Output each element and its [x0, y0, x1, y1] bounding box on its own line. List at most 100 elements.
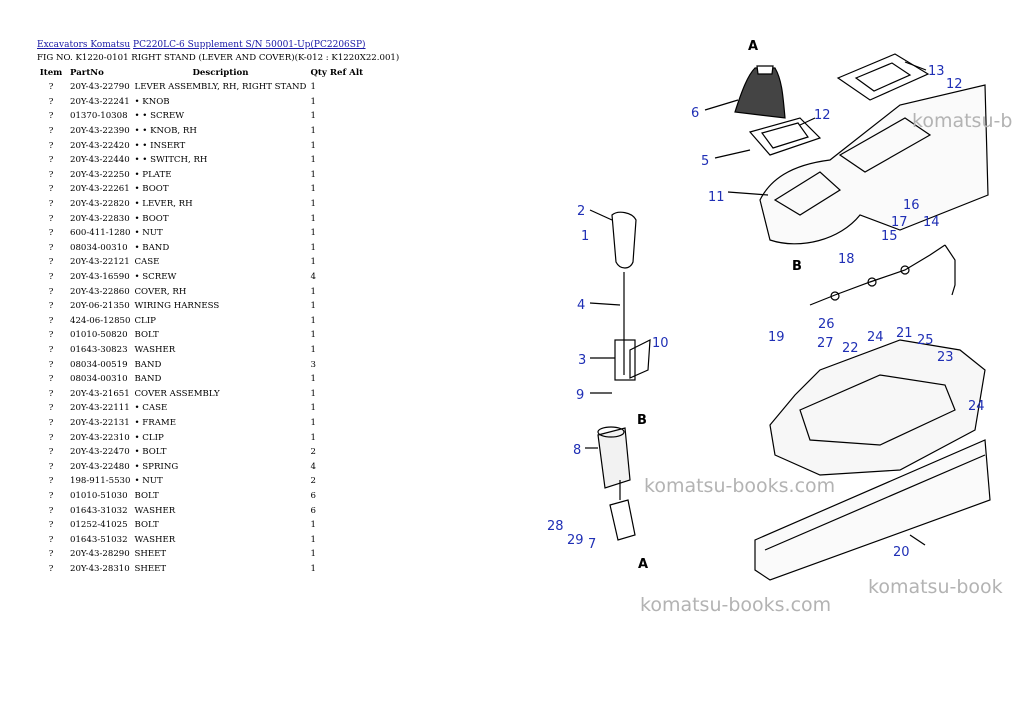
header-description: Description — [192, 68, 249, 78]
upper-cover-slot-2 — [838, 117, 932, 173]
letter-a-bottom: A — [638, 557, 648, 572]
description-cell: • CASE — [134, 403, 168, 414]
description-cell: BAND — [134, 374, 162, 385]
partno-cell: 198-911-5530 — [70, 476, 131, 487]
partno-cell: 20Y-43-22250 — [70, 169, 130, 180]
item-cell: ? — [48, 82, 54, 93]
qty-cell: 1 — [310, 374, 316, 385]
item-cell: ? — [48, 505, 54, 516]
partno-cell: 600-411-1280 — [70, 228, 131, 239]
item-cell: ? — [48, 111, 54, 122]
callout-28: 28 — [547, 519, 564, 534]
qty-cell: 3 — [310, 359, 316, 370]
item-cell: ? — [48, 96, 54, 107]
description-cell: • FRAME — [134, 417, 176, 428]
partno-cell: 01010-51030 — [70, 490, 128, 501]
breadcrumb-link-excavators[interactable]: Excavators Komatsu — [37, 40, 131, 50]
plate-inner — [761, 122, 809, 149]
qty-cell: 1 — [310, 140, 316, 151]
leader-4 — [589, 302, 621, 306]
callout-24-b: 24 — [968, 399, 985, 414]
partno-cell: 20Y-43-22111 — [70, 403, 130, 414]
item-cell: ? — [48, 447, 54, 458]
description-cell: COVER, RH — [134, 286, 187, 297]
item-cell: ? — [48, 417, 54, 428]
partno-cell: 20Y-43-22480 — [70, 461, 130, 472]
partno-cell: 20Y-43-22390 — [70, 126, 130, 137]
partno-cell: 20Y-43-22261 — [70, 184, 130, 195]
partno-cell: 01643-51032 — [70, 534, 128, 545]
item-cell: ? — [48, 476, 54, 487]
leader-20 — [909, 534, 926, 546]
qty-cell: 1 — [310, 199, 316, 210]
partno-cell: 20Y-43-22790 — [70, 82, 130, 93]
qty-cell: 1 — [310, 315, 316, 326]
partno-cell: 20Y-43-22131 — [70, 417, 130, 428]
item-cell: ? — [48, 563, 54, 574]
callout-10: 10 — [652, 336, 669, 351]
callout-22: 22 — [842, 341, 859, 356]
sheet-shape — [836, 53, 930, 101]
parts-table-body: ? 20Y-43-22790 LEVER ASSEMBLY, RH, RIGHT S… — [34, 80, 365, 576]
partno-cell: 20Y-43-22820 — [70, 199, 130, 210]
item-cell: ? — [48, 315, 54, 326]
description-cell: BOLT — [134, 520, 159, 531]
callout-12-a: 12 — [814, 108, 831, 123]
callout-27: 27 — [817, 336, 834, 351]
watermarks: komatsu-b komatsu-books.com komatsu-book… — [640, 110, 1012, 616]
description-cell: • LEVER, RH — [134, 199, 193, 210]
description-cell: WASHER — [134, 505, 176, 516]
callout-14: 14 — [923, 215, 940, 230]
description-cell: BAND — [134, 359, 162, 370]
qty-cell: 1 — [310, 184, 316, 195]
diagram-callouts: A A B B 1 2 3 4 5 6 7 8 9 10 11 12 12 13… — [547, 39, 985, 572]
description-cell: LEVER ASSEMBLY, RH, RIGHT STAND — [134, 82, 307, 93]
qty-cell: 1 — [310, 155, 316, 166]
partno-cell: 20Y-43-22420 — [70, 140, 130, 151]
qty-cell: 6 — [310, 505, 316, 516]
figure-title: FIG NO. K1220-0101 RIGHT STAND (LEVER AN… — [37, 53, 400, 63]
item-cell: ? — [48, 199, 54, 210]
callout-9: 9 — [576, 388, 584, 403]
qty-cell: 1 — [310, 213, 316, 224]
description-cell: • • SCREW — [134, 111, 185, 122]
callout-5: 5 — [701, 154, 709, 169]
leader-13 — [904, 61, 927, 71]
item-cell: ? — [48, 432, 54, 443]
qty-cell: 1 — [310, 82, 316, 93]
breadcrumb-link-model[interactable]: PC220LC-6 Supplement S/N 50001-Up(PC2206… — [133, 40, 366, 50]
item-cell: ? — [48, 184, 54, 195]
partno-cell: 20Y-43-21651 — [70, 388, 130, 399]
item-cell: ? — [48, 155, 54, 166]
callout-11: 11 — [708, 190, 725, 205]
leader-12 — [799, 117, 816, 126]
letter-a-top: A — [748, 39, 758, 54]
qty-cell: 6 — [310, 490, 316, 501]
lever-bracket — [614, 339, 636, 381]
item-cell: ? — [48, 272, 54, 283]
header-item: Item — [39, 68, 63, 78]
sheet-inner — [854, 62, 912, 92]
partno-cell: 20Y-43-22860 — [70, 286, 130, 297]
item-cell: ? — [48, 126, 54, 137]
leader-5 — [714, 149, 751, 159]
item-cell: ? — [48, 534, 54, 545]
base-cover — [754, 439, 991, 581]
table-header-row: Item PartNo Description Qty Ref Alt — [34, 66, 365, 80]
upper-cover — [759, 84, 989, 245]
qty-cell: 1 — [310, 344, 316, 355]
qty-cell: 1 — [310, 286, 316, 297]
